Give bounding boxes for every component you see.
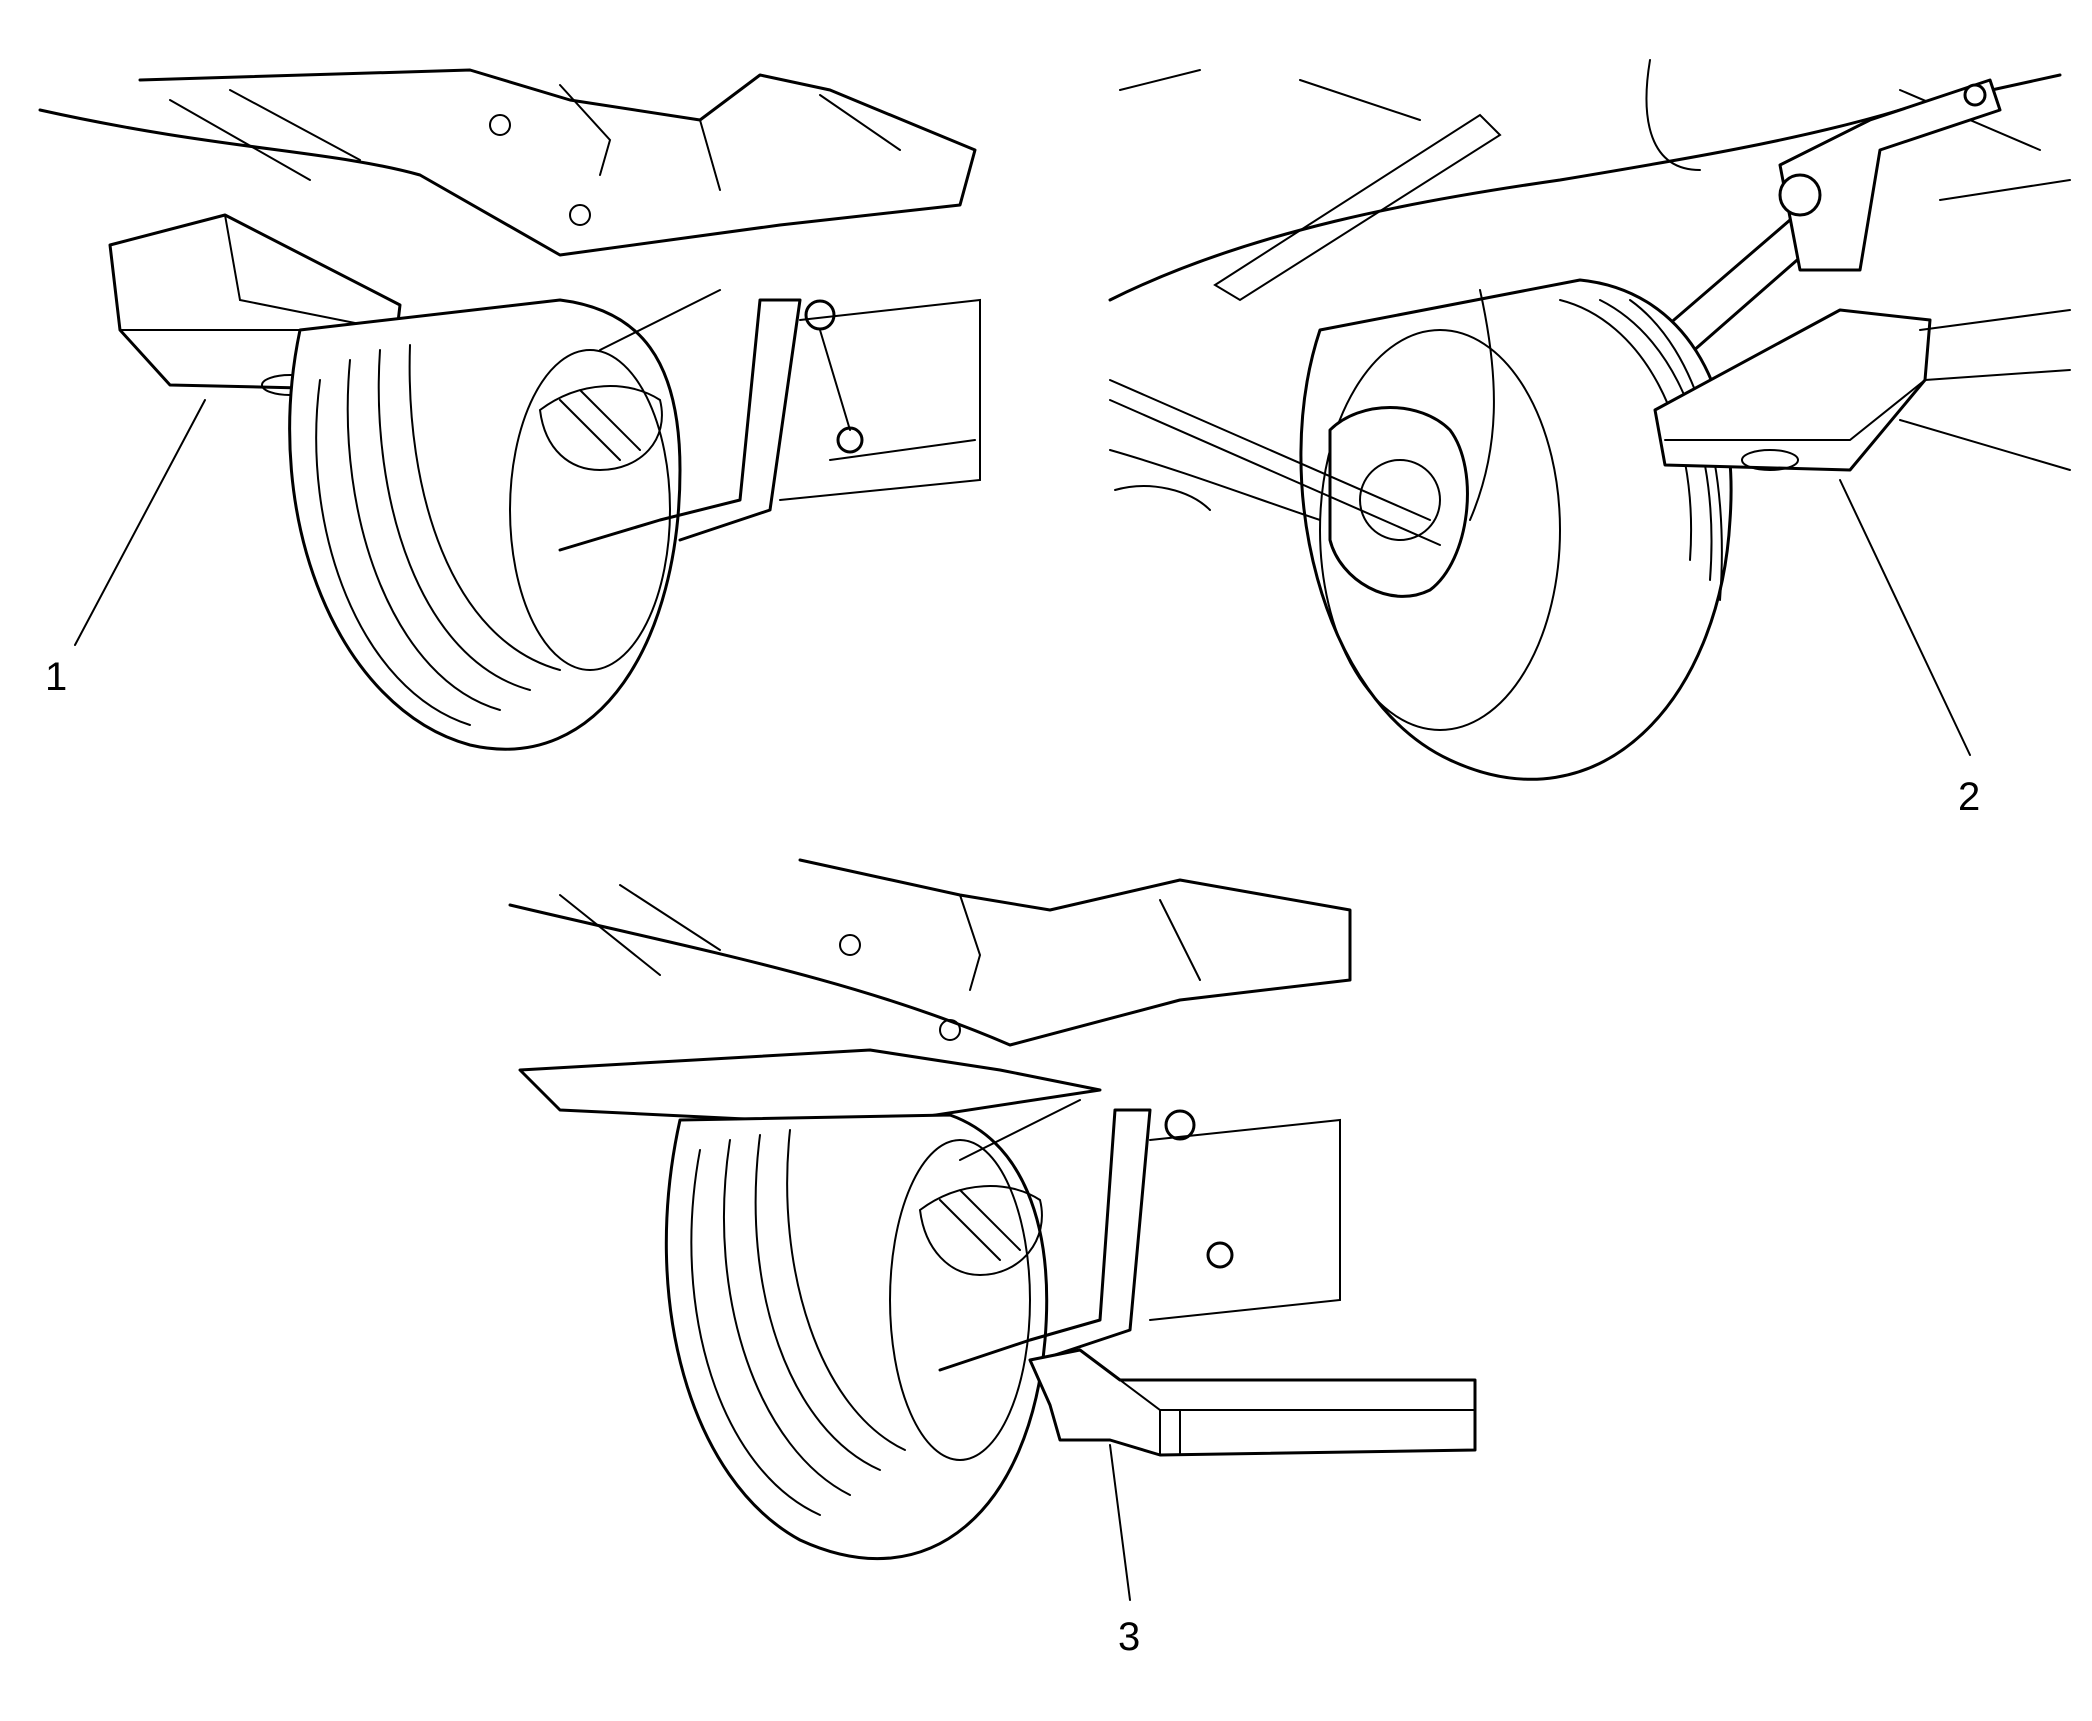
rear-axle-beam [1109,379,1441,546]
callout-2-leader [1839,479,1971,756]
panel-hole-3 [839,934,861,956]
callout-3-leader [1109,1444,1131,1601]
rear-wheel-rim [1319,329,1561,731]
underbody-panel-3 [508,858,1352,1047]
callout-3-label: 3 [1118,1615,1140,1659]
view-front-lift-point: 1 [38,68,981,751]
bolt [804,299,836,331]
panel-hole [569,204,591,226]
control-arm [558,298,802,552]
rear-flange-edges [1664,379,1926,441]
tire-tread [315,344,561,726]
underbody-ribs-3 [559,884,1201,991]
rear-tire [1299,278,1733,781]
callout-1-leader [74,399,206,646]
cv-boot [539,385,663,472]
bolt-3 [1206,1241,1234,1269]
cv-boot-3 [919,1185,1043,1277]
brake-line [1114,289,1495,521]
wheel-rim [509,349,671,671]
wheel-rim-3 [889,1139,1031,1461]
underbody-ribs [169,84,901,191]
rear-bracket [1778,78,2002,272]
subframe [779,298,981,501]
tie-rod [599,289,721,351]
rear-panel-strip [1213,113,1502,302]
rear-rocker [1899,309,2071,471]
sway-link [819,329,851,431]
panel-hole [489,114,511,136]
bolt [836,426,864,454]
underbody-panel [38,68,977,257]
front-tire [288,298,682,751]
jack-pad-frame-rail [1028,1348,1477,1457]
rear-flange-hole [1741,449,1799,471]
rear-panel-lines [1119,59,2071,201]
tie-rod-3 [959,1099,1081,1161]
rear-bolt [1778,173,1822,217]
rear-underbody-panel [1108,73,2062,302]
callout-2-label: 2 [1958,775,1980,819]
rocker-panel-3 [518,1048,1102,1127]
view-jack-pad: 3 [508,858,1477,1659]
panel-hole-3 [939,1019,961,1041]
hub-center [1359,459,1441,541]
control-arm-3 [938,1108,1152,1372]
rear-bolt [1963,83,1987,107]
bolt-3 [1164,1109,1196,1141]
tire-3 [664,1113,1049,1560]
tire-3-tread [690,1129,906,1516]
subframe-3 [1149,1118,1341,1321]
frame-rail-edges [1119,1379,1476,1456]
view-rear-lift-point: 2 [1108,59,2071,819]
rear-hub [1328,406,1469,598]
callout-1-label: 1 [45,655,67,699]
